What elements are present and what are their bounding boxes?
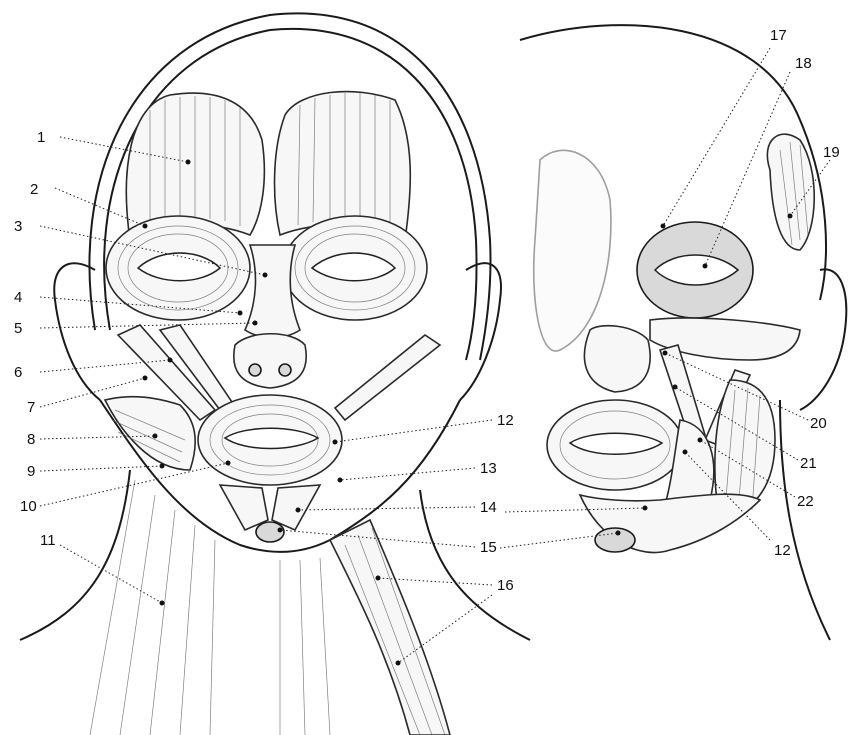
label-1: 1 [37, 129, 45, 146]
label-19: 19 [823, 144, 840, 161]
three-quarter-view-head [520, 25, 846, 640]
label-10: 10 [20, 498, 37, 515]
label-7: 7 [27, 399, 35, 416]
nose [234, 334, 306, 388]
label-21: 21 [800, 455, 817, 472]
front-view-head [20, 13, 530, 735]
label-3: 3 [14, 218, 22, 235]
zygomaticus-right [335, 335, 440, 420]
label-14: 14 [480, 499, 497, 516]
chin-side [595, 528, 635, 552]
label-8: 8 [27, 431, 35, 448]
label-6: 6 [14, 364, 22, 381]
label-9: 9 [27, 463, 35, 480]
label-12-front: 12 [497, 412, 514, 429]
label-15: 15 [480, 539, 497, 556]
label-5: 5 [14, 320, 22, 337]
buccinator-left [105, 397, 195, 470]
depressor-anguli-right [272, 485, 320, 530]
faded-nose-bridge [534, 150, 611, 351]
label-18: 18 [795, 55, 812, 72]
label-4: 4 [14, 289, 22, 306]
label-11: 11 [40, 532, 56, 549]
label-20: 20 [810, 415, 827, 432]
label-22: 22 [797, 493, 814, 510]
label-17: 17 [770, 27, 787, 44]
label-13: 13 [480, 460, 497, 477]
depressor-anguli-left [220, 485, 268, 530]
label-12-side: 12 [774, 542, 791, 559]
nose-side [584, 326, 650, 392]
label-2: 2 [30, 181, 38, 198]
label-16: 16 [497, 577, 514, 594]
